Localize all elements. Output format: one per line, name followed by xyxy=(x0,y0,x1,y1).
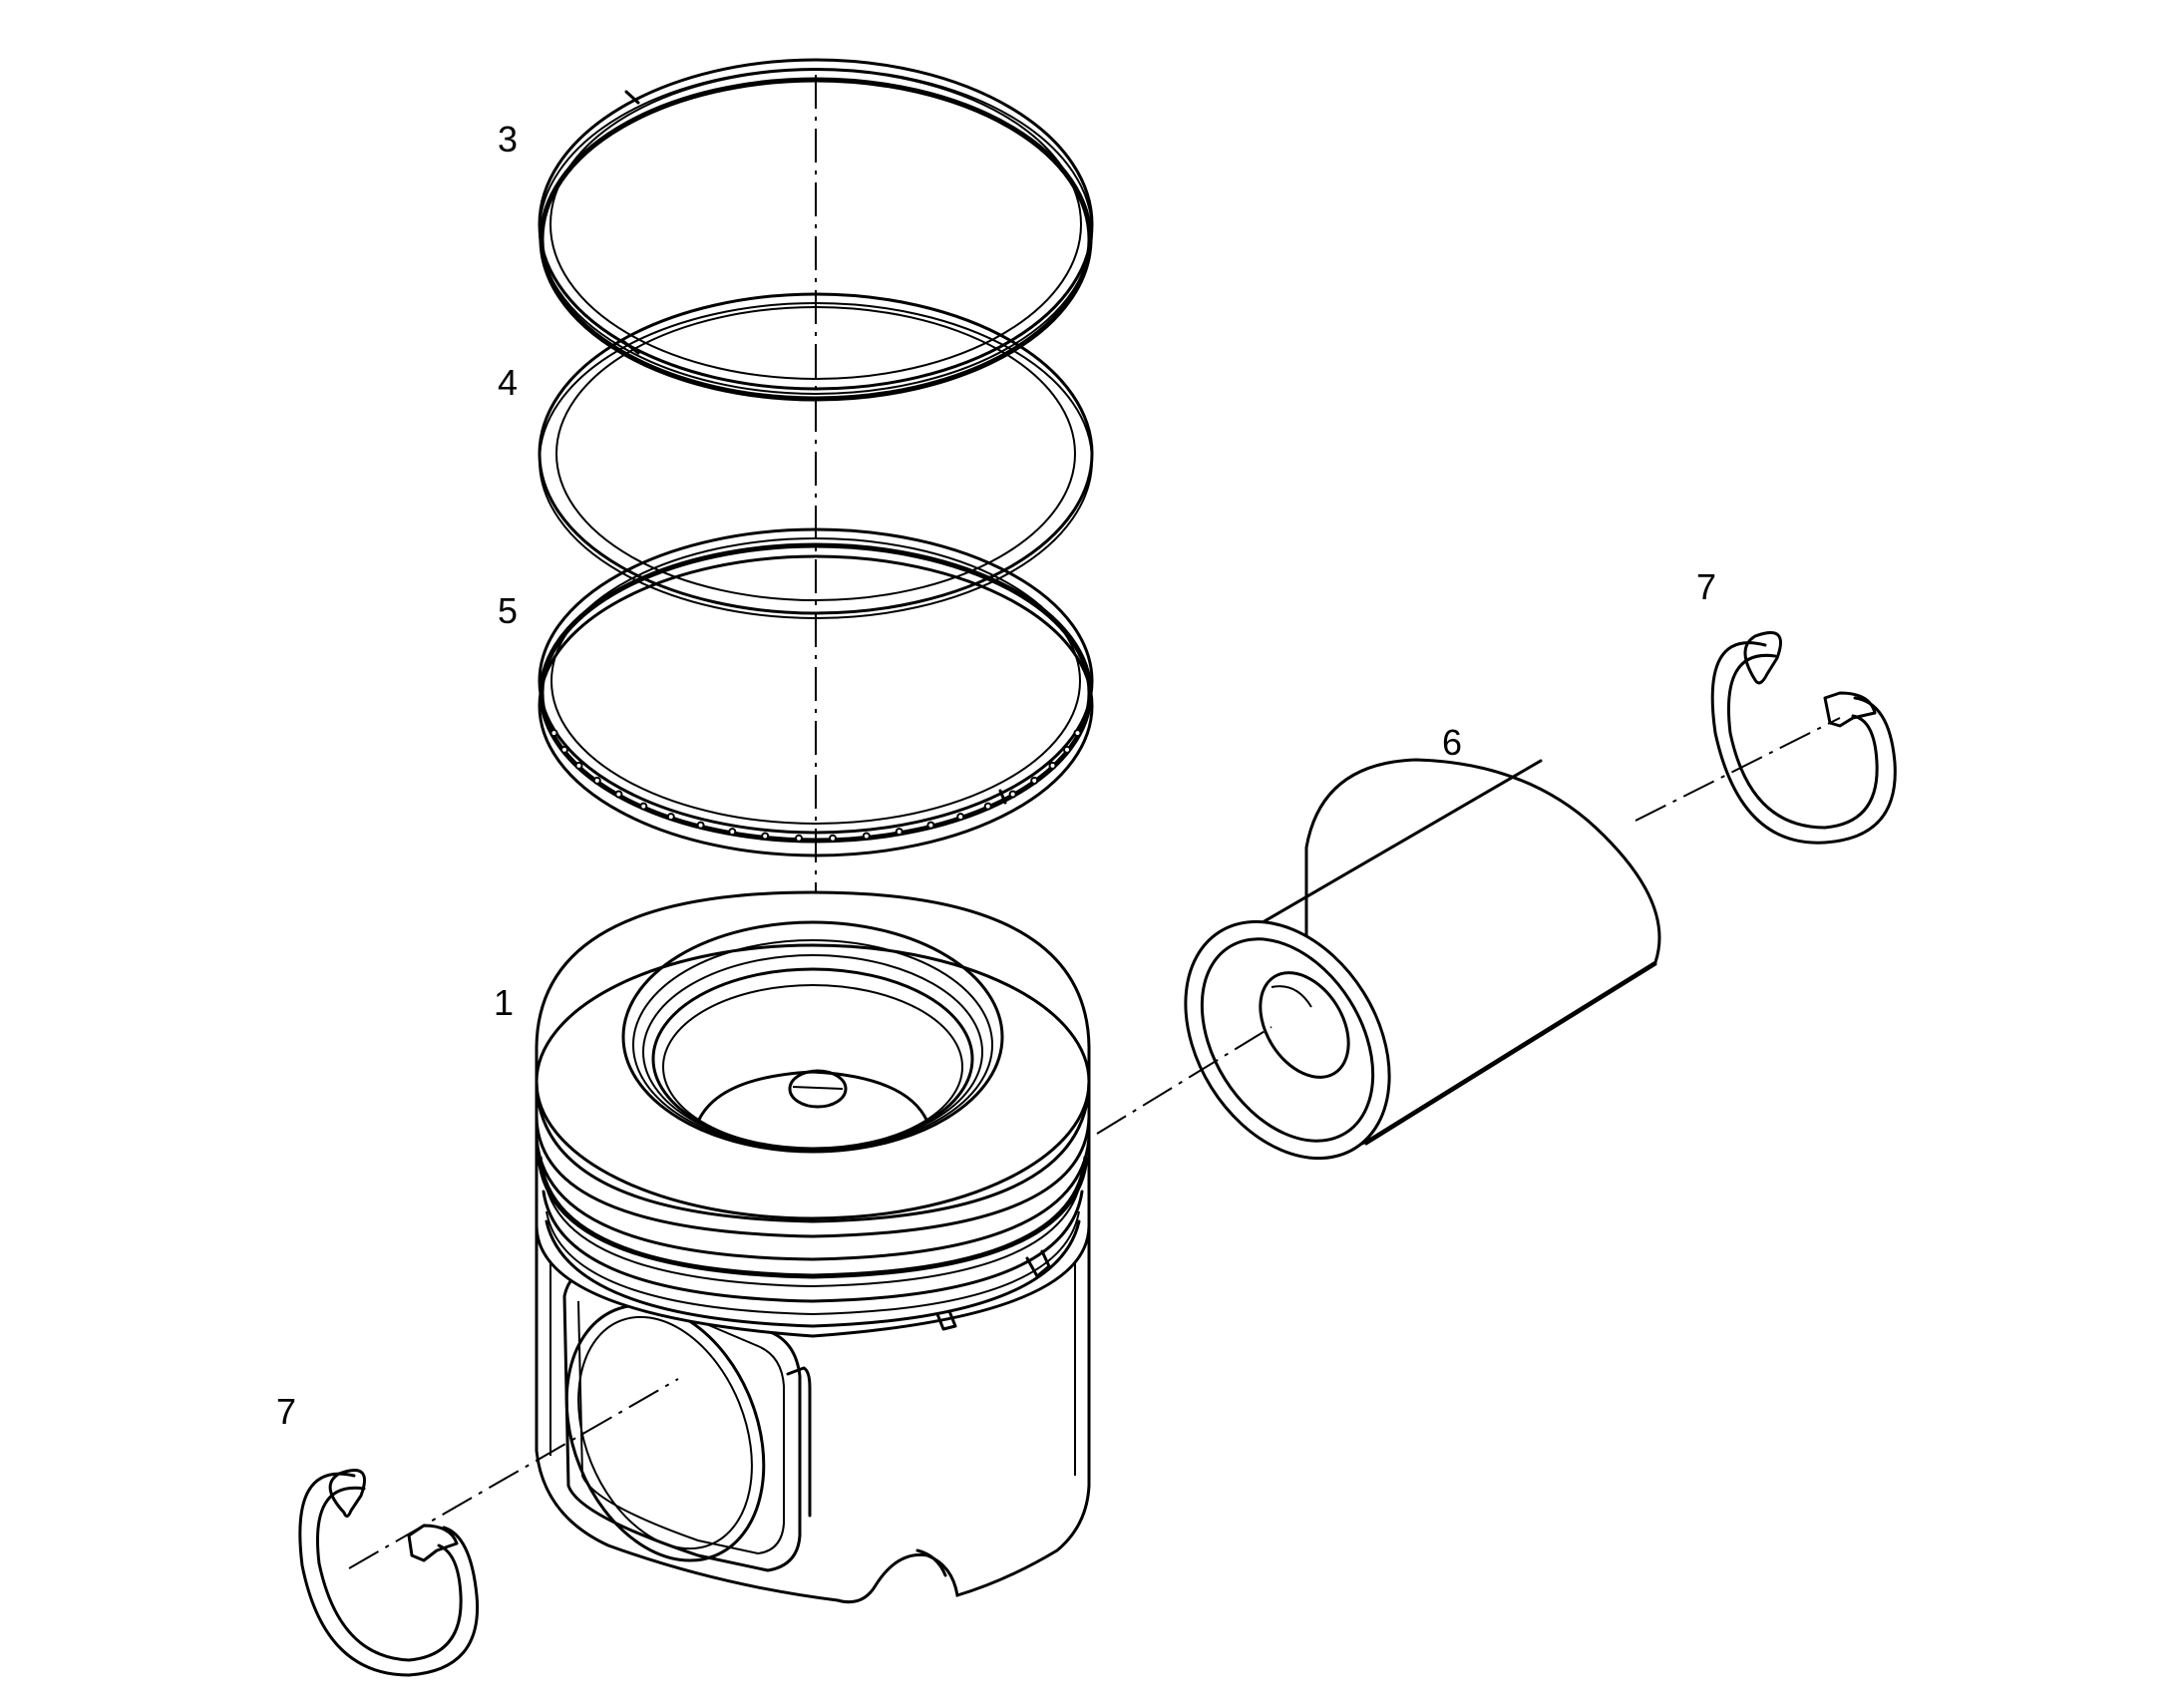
drain-hole xyxy=(1063,745,1071,754)
callout-7-right: 7 xyxy=(1696,566,1716,607)
drain-hole xyxy=(926,821,935,830)
drain-hole xyxy=(639,802,648,811)
pin-axis xyxy=(1096,1026,1272,1135)
pin-bore xyxy=(564,1303,766,1562)
piston-pin[interactable] xyxy=(1144,758,1661,1196)
circlip-right[interactable] xyxy=(1710,631,1897,845)
drain-hole xyxy=(1073,729,1082,738)
drain-hole xyxy=(795,834,803,843)
drain-hole xyxy=(1008,790,1017,799)
drain-hole xyxy=(829,834,837,843)
piston-ring-top[interactable] xyxy=(538,58,1094,402)
callout-6: 6 xyxy=(1442,722,1462,763)
drain-hole xyxy=(983,802,992,811)
callout-1: 1 xyxy=(494,982,514,1023)
callout-7-left: 7 xyxy=(276,1391,296,1432)
oil-ring-drain-holes xyxy=(549,729,1082,843)
drain-hole xyxy=(895,828,904,837)
callout-4: 4 xyxy=(498,362,518,403)
piston-ring-oil[interactable] xyxy=(538,527,1094,857)
callout-3: 3 xyxy=(498,119,518,160)
pin-end-face xyxy=(1184,919,1391,1161)
drain-hole xyxy=(728,828,737,837)
piston-ring-second[interactable] xyxy=(538,292,1094,619)
drain-hole xyxy=(614,790,623,799)
drain-hole xyxy=(761,832,770,841)
circlip-left[interactable] xyxy=(298,1469,480,1677)
drain-hole xyxy=(862,832,871,841)
drain-hole xyxy=(696,821,705,830)
piston-crown xyxy=(535,890,1091,1223)
drain-hole xyxy=(1030,776,1039,785)
drain-hole xyxy=(592,776,601,785)
callout-5: 5 xyxy=(498,590,518,631)
drain-hole xyxy=(1048,761,1057,770)
combustion-bowl xyxy=(621,920,1004,1154)
piston-body[interactable] xyxy=(531,890,1091,1604)
drain-hole xyxy=(666,813,675,822)
drain-hole xyxy=(549,729,558,738)
drain-hole xyxy=(956,813,965,822)
drain-hole xyxy=(560,745,568,754)
drain-hole xyxy=(574,761,583,770)
